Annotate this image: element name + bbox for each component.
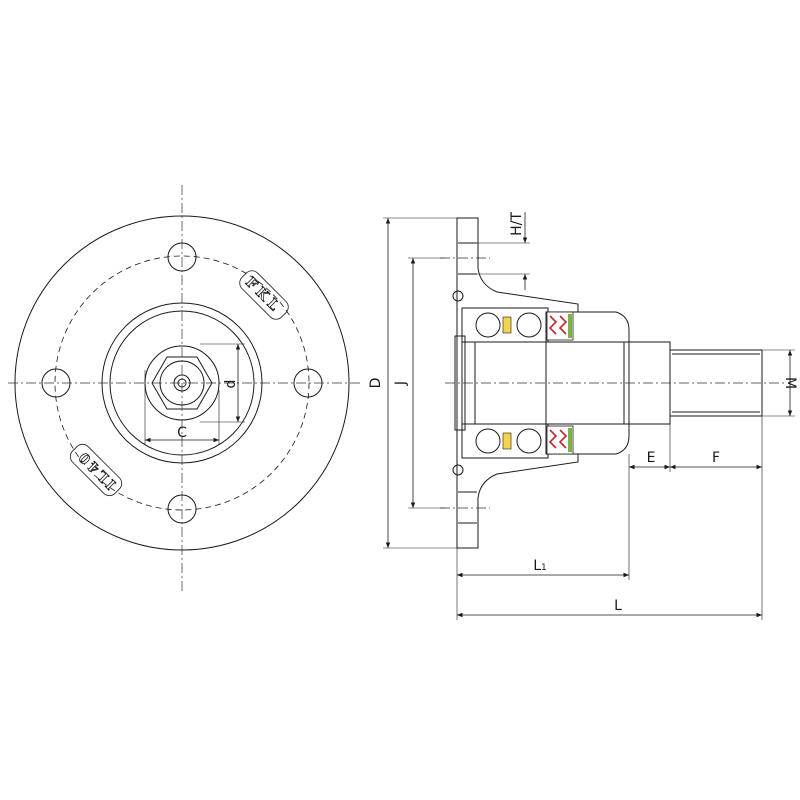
seal-bottom xyxy=(546,425,574,455)
svg-text:FKL: FKL xyxy=(242,275,284,317)
dim-d-label: d xyxy=(223,380,239,389)
dim-D-label: D xyxy=(368,378,384,389)
ball-bottom-1 xyxy=(475,428,501,454)
ball-top-1 xyxy=(475,312,501,338)
ball-top-2 xyxy=(516,312,542,338)
grease-fitting-top xyxy=(452,290,464,302)
logo-top-emboss: FKL xyxy=(239,270,289,320)
dim-E-label: E xyxy=(647,450,656,466)
logo-bottom-emboss: IL40 xyxy=(69,443,123,497)
cage-top xyxy=(502,316,512,334)
front-view: d C FKL IL40 xyxy=(8,185,360,592)
dim-L1-label: L1 xyxy=(533,558,547,574)
svg-text:IL40: IL40 xyxy=(74,447,119,492)
dim-HT-label: H/T xyxy=(509,212,525,236)
ball-bottom-2 xyxy=(516,428,542,454)
dim-J-label: J xyxy=(393,381,409,386)
flange-bolt-hole-top xyxy=(458,243,477,274)
grease-fitting-bottom xyxy=(452,464,464,476)
flange-bolt-hole-bottom xyxy=(458,492,477,523)
dim-F-label: F xyxy=(712,450,720,466)
cage-bottom xyxy=(502,432,512,450)
dim-L-label: L xyxy=(614,598,622,614)
seal-top xyxy=(546,311,574,341)
dim-M-label: M xyxy=(782,377,798,389)
hub-body-section xyxy=(545,311,630,455)
dim-c-label: C xyxy=(177,425,187,441)
side-section-view: D J H/T M E F L1 L xyxy=(368,212,798,620)
